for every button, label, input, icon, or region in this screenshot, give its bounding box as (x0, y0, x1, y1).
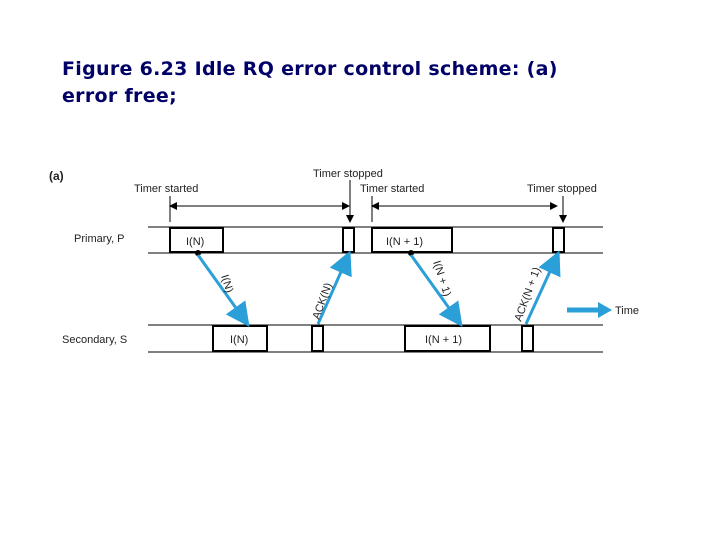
secondary-frame-i-n1-label: I(N + 1) (425, 334, 462, 346)
secondary-frame-i-n-label: I(N) (230, 334, 248, 346)
secondary-ack-frame-2 (521, 325, 534, 352)
figure-title: Figure 6.23 Idle RQ error control scheme… (62, 56, 682, 110)
primary-frame-i-n-label: I(N) (186, 236, 204, 248)
time-label: Time (615, 305, 639, 317)
primary-ack-slot-1 (342, 227, 355, 253)
send-point-2 (408, 250, 414, 256)
arrow-i-n-label: I(N) (218, 273, 235, 294)
title-line-2: error free; (62, 85, 177, 107)
arrow-i-n (196, 254, 250, 327)
timer-started-label-2: Timer started (360, 183, 424, 195)
secondary-label: Secondary, S (62, 334, 127, 346)
arrow-ack-n1 (524, 250, 561, 325)
timer-stopped-label-2: Timer stopped (527, 183, 597, 195)
secondary-ack-frame-1 (311, 325, 324, 352)
primary-label: Primary, P (74, 233, 125, 245)
arrow-ack-n-label: ACK(N) (311, 281, 335, 321)
arrow-i-n1 (409, 254, 463, 327)
arrow-i-n1-label: I(N + 1) (430, 259, 453, 298)
primary-frame-i-n1-label: I(N + 1) (386, 236, 423, 248)
panel-label: (a) (49, 169, 64, 183)
secondary-frame-i-n (212, 325, 268, 352)
primary-ack-slot-2 (552, 227, 565, 253)
send-point-1 (195, 250, 201, 256)
timer-stopped-label-1: Timer stopped (313, 168, 383, 180)
title-line-1: Figure 6.23 Idle RQ error control scheme… (62, 58, 558, 80)
arrow-ack-n (316, 250, 352, 325)
time-arrow-head (598, 302, 612, 318)
timer-started-label-1: Timer started (134, 183, 198, 195)
